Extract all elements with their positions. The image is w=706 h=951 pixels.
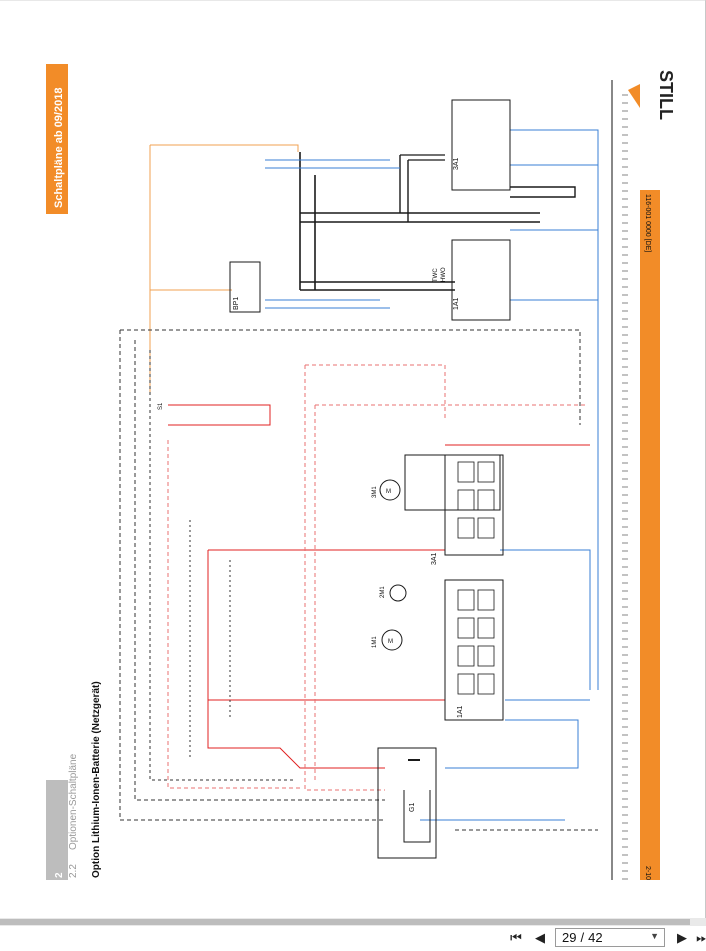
transistor-cell xyxy=(477,617,495,639)
transistor-cell xyxy=(477,489,495,511)
banner-title: Schaltpläne ab 09/2018 xyxy=(53,88,65,208)
components: 3A1 1A1 TWC HWO BP1 3A1 1A1 M 3M1 2M1 M … xyxy=(158,99,511,859)
motor-3m1-label: 3M1 xyxy=(372,486,378,498)
page-navigation-toolbar: ⏮ ◀ 29 / 42 ▼ ▶ ⏭ xyxy=(0,926,706,951)
label-hwo: HWO xyxy=(441,267,447,282)
switch-s1: S1 xyxy=(158,402,164,410)
transistor-cell xyxy=(457,589,475,611)
component-g1: G1 xyxy=(409,803,416,812)
brand-area: STILL 116-001 0000 [DE] 2-10 xyxy=(611,70,676,880)
transistor-cells xyxy=(457,461,495,695)
scrollbar-thumb[interactable] xyxy=(0,919,690,925)
document-viewer: Schaltpläne ab 09/2018 2 Optionen-Schalt… xyxy=(0,0,706,918)
section-number: 2.2 xyxy=(68,864,79,878)
previous-page-icon[interactable]: ◀ xyxy=(535,930,545,946)
section-title: Option Lithium-Ionen-Batterie (Netzgerät… xyxy=(91,681,102,878)
motor-2m1-label: 2M1 xyxy=(380,586,386,598)
transistor-cell xyxy=(457,461,475,483)
row-ticks xyxy=(622,94,628,880)
component-bp1: BP1 xyxy=(233,297,240,310)
transistor-cell xyxy=(457,489,475,511)
schematic-page: Schaltpläne ab 09/2018 2 Optionen-Schalt… xyxy=(0,0,706,880)
transistor-cell xyxy=(457,645,475,667)
component-1a1-top: 1A1 xyxy=(453,297,460,310)
brand-triangle-icon xyxy=(628,84,640,108)
label-twc: TWC xyxy=(433,268,439,282)
chevron-down-icon[interactable]: ▼ xyxy=(650,931,659,941)
motor-3m1-icon xyxy=(379,479,401,501)
transistor-cell xyxy=(477,589,495,611)
chapter-number: 2 xyxy=(54,872,65,878)
total-pages: 42 xyxy=(588,930,603,945)
component-1a1-mid: 1A1 xyxy=(457,705,464,718)
motor-1m1-icon xyxy=(381,629,403,651)
page-ref: 2-10 xyxy=(644,866,651,880)
banner: Schaltpläne ab 09/2018 xyxy=(46,64,68,214)
first-page-icon[interactable]: ⏮ xyxy=(510,930,522,946)
transistor-cell xyxy=(457,673,475,695)
next-page-icon[interactable]: ▶ xyxy=(677,930,687,946)
transistor-cell xyxy=(457,617,475,639)
transistor-cell xyxy=(477,461,495,483)
svg-text:M: M xyxy=(388,639,393,645)
transistor-cell xyxy=(477,645,495,667)
component-3a1-top: 3A1 xyxy=(453,157,460,170)
horizontal-scrollbar[interactable] xyxy=(0,918,706,926)
motor-1m1-label: 1M1 xyxy=(372,636,378,648)
component-3a1-mid: 3A1 xyxy=(431,552,438,565)
chapter-header: 2 Optionen-Schaltpläne 2.2 Option Lithiu… xyxy=(46,681,102,880)
motor-2m1-icon xyxy=(389,584,407,602)
transistor-cell xyxy=(457,517,475,539)
doc-code: 116-001 0000 [DE] xyxy=(644,194,651,252)
page-number-input[interactable]: 29 / 42 ▼ xyxy=(555,928,665,947)
chapter-title: Optionen-Schaltpläne xyxy=(68,753,79,850)
current-page[interactable]: 29 xyxy=(562,930,577,945)
brand-logo: STILL xyxy=(656,70,676,120)
transistor-cell xyxy=(477,673,495,695)
last-page-icon[interactable]: ⏭ xyxy=(696,930,706,946)
page-separator: / xyxy=(580,930,585,945)
svg-text:M: M xyxy=(386,489,391,495)
wiring xyxy=(119,129,599,831)
transistor-cell xyxy=(477,517,495,539)
